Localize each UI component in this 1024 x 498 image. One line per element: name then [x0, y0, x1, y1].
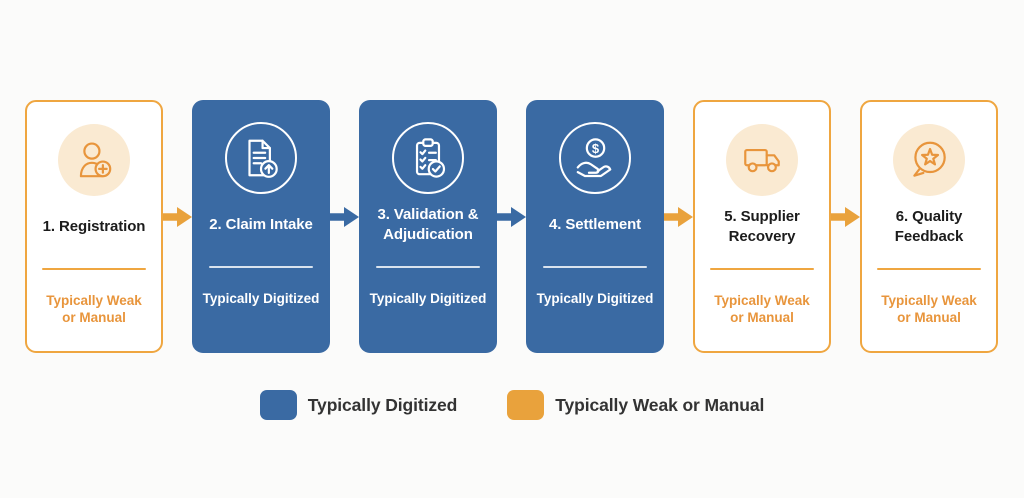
legend-label: Typically Weak or Manual — [555, 394, 765, 415]
step-status: Typically Digitized — [369, 291, 487, 306]
process-flow: 1. Registration Typically Weak or Manual… — [25, 100, 998, 353]
legend-label: Typically Digitized — [307, 394, 458, 415]
step-status: Typically Weak or Manual — [714, 293, 810, 325]
step-card-claim-intake: 2. Claim Intake Typically Digitized — [192, 100, 330, 353]
step-title: 4. Settlement — [548, 216, 642, 233]
divider — [42, 268, 146, 270]
step-icon-circle — [726, 124, 798, 196]
hand-coin-icon: $ — [572, 135, 618, 181]
truck-icon — [739, 137, 785, 183]
divider — [543, 266, 647, 268]
step-status: Typically Weak or Manual — [881, 293, 977, 325]
flow-arrow-icon — [163, 207, 192, 227]
step-icon-circle — [58, 124, 130, 196]
flow-arrow-icon — [497, 207, 526, 227]
step-status: Typically Digitized — [202, 291, 320, 306]
step-card-settlement: $ 4. Settlement Typically Digitized — [526, 100, 664, 353]
divider — [710, 268, 814, 270]
flow-arrow-icon — [664, 207, 693, 227]
step-title: 2. Claim Intake — [209, 216, 313, 233]
step-card-supplier-recovery: 5. Supplier Recovery Typically Weak or M… — [693, 100, 831, 353]
step-title: 6. Quality Feedback — [894, 208, 964, 245]
divider — [376, 266, 480, 268]
step-title: 5. Supplier Recovery — [724, 208, 800, 245]
legend-swatch-blue — [259, 390, 297, 420]
step-icon-circle — [225, 122, 297, 194]
step-status: Typically Weak or Manual — [46, 293, 142, 325]
legend-swatch-orange — [507, 390, 545, 420]
legend-item-weak-manual: Typically Weak or Manual — [507, 390, 764, 420]
step-icon-circle — [893, 124, 965, 196]
step-status: Typically Digitized — [536, 291, 654, 306]
clipboard-check-icon — [405, 135, 451, 181]
feedback-star-icon — [906, 137, 952, 183]
svg-text:$: $ — [592, 141, 600, 156]
step-title: 1. Registration — [42, 218, 146, 235]
legend-item-digitized: Typically Digitized — [259, 390, 458, 420]
legend: Typically Digitized Typically Weak or Ma… — [0, 390, 1024, 420]
divider — [209, 266, 313, 268]
user-add-icon — [71, 137, 117, 183]
step-title: 3. Validation & Adjudication — [377, 206, 479, 243]
flow-arrow-icon — [831, 207, 860, 227]
step-icon-circle — [392, 122, 464, 194]
step-card-registration: 1. Registration Typically Weak or Manual — [25, 100, 163, 353]
document-upload-icon — [238, 135, 284, 181]
step-card-validation-adjudication: 3. Validation & Adjudication Typically D… — [359, 100, 497, 353]
flow-arrow-icon — [330, 207, 359, 227]
step-card-quality-feedback: 6. Quality Feedback Typically Weak or Ma… — [860, 100, 998, 353]
divider — [877, 268, 981, 270]
step-icon-circle: $ — [559, 122, 631, 194]
